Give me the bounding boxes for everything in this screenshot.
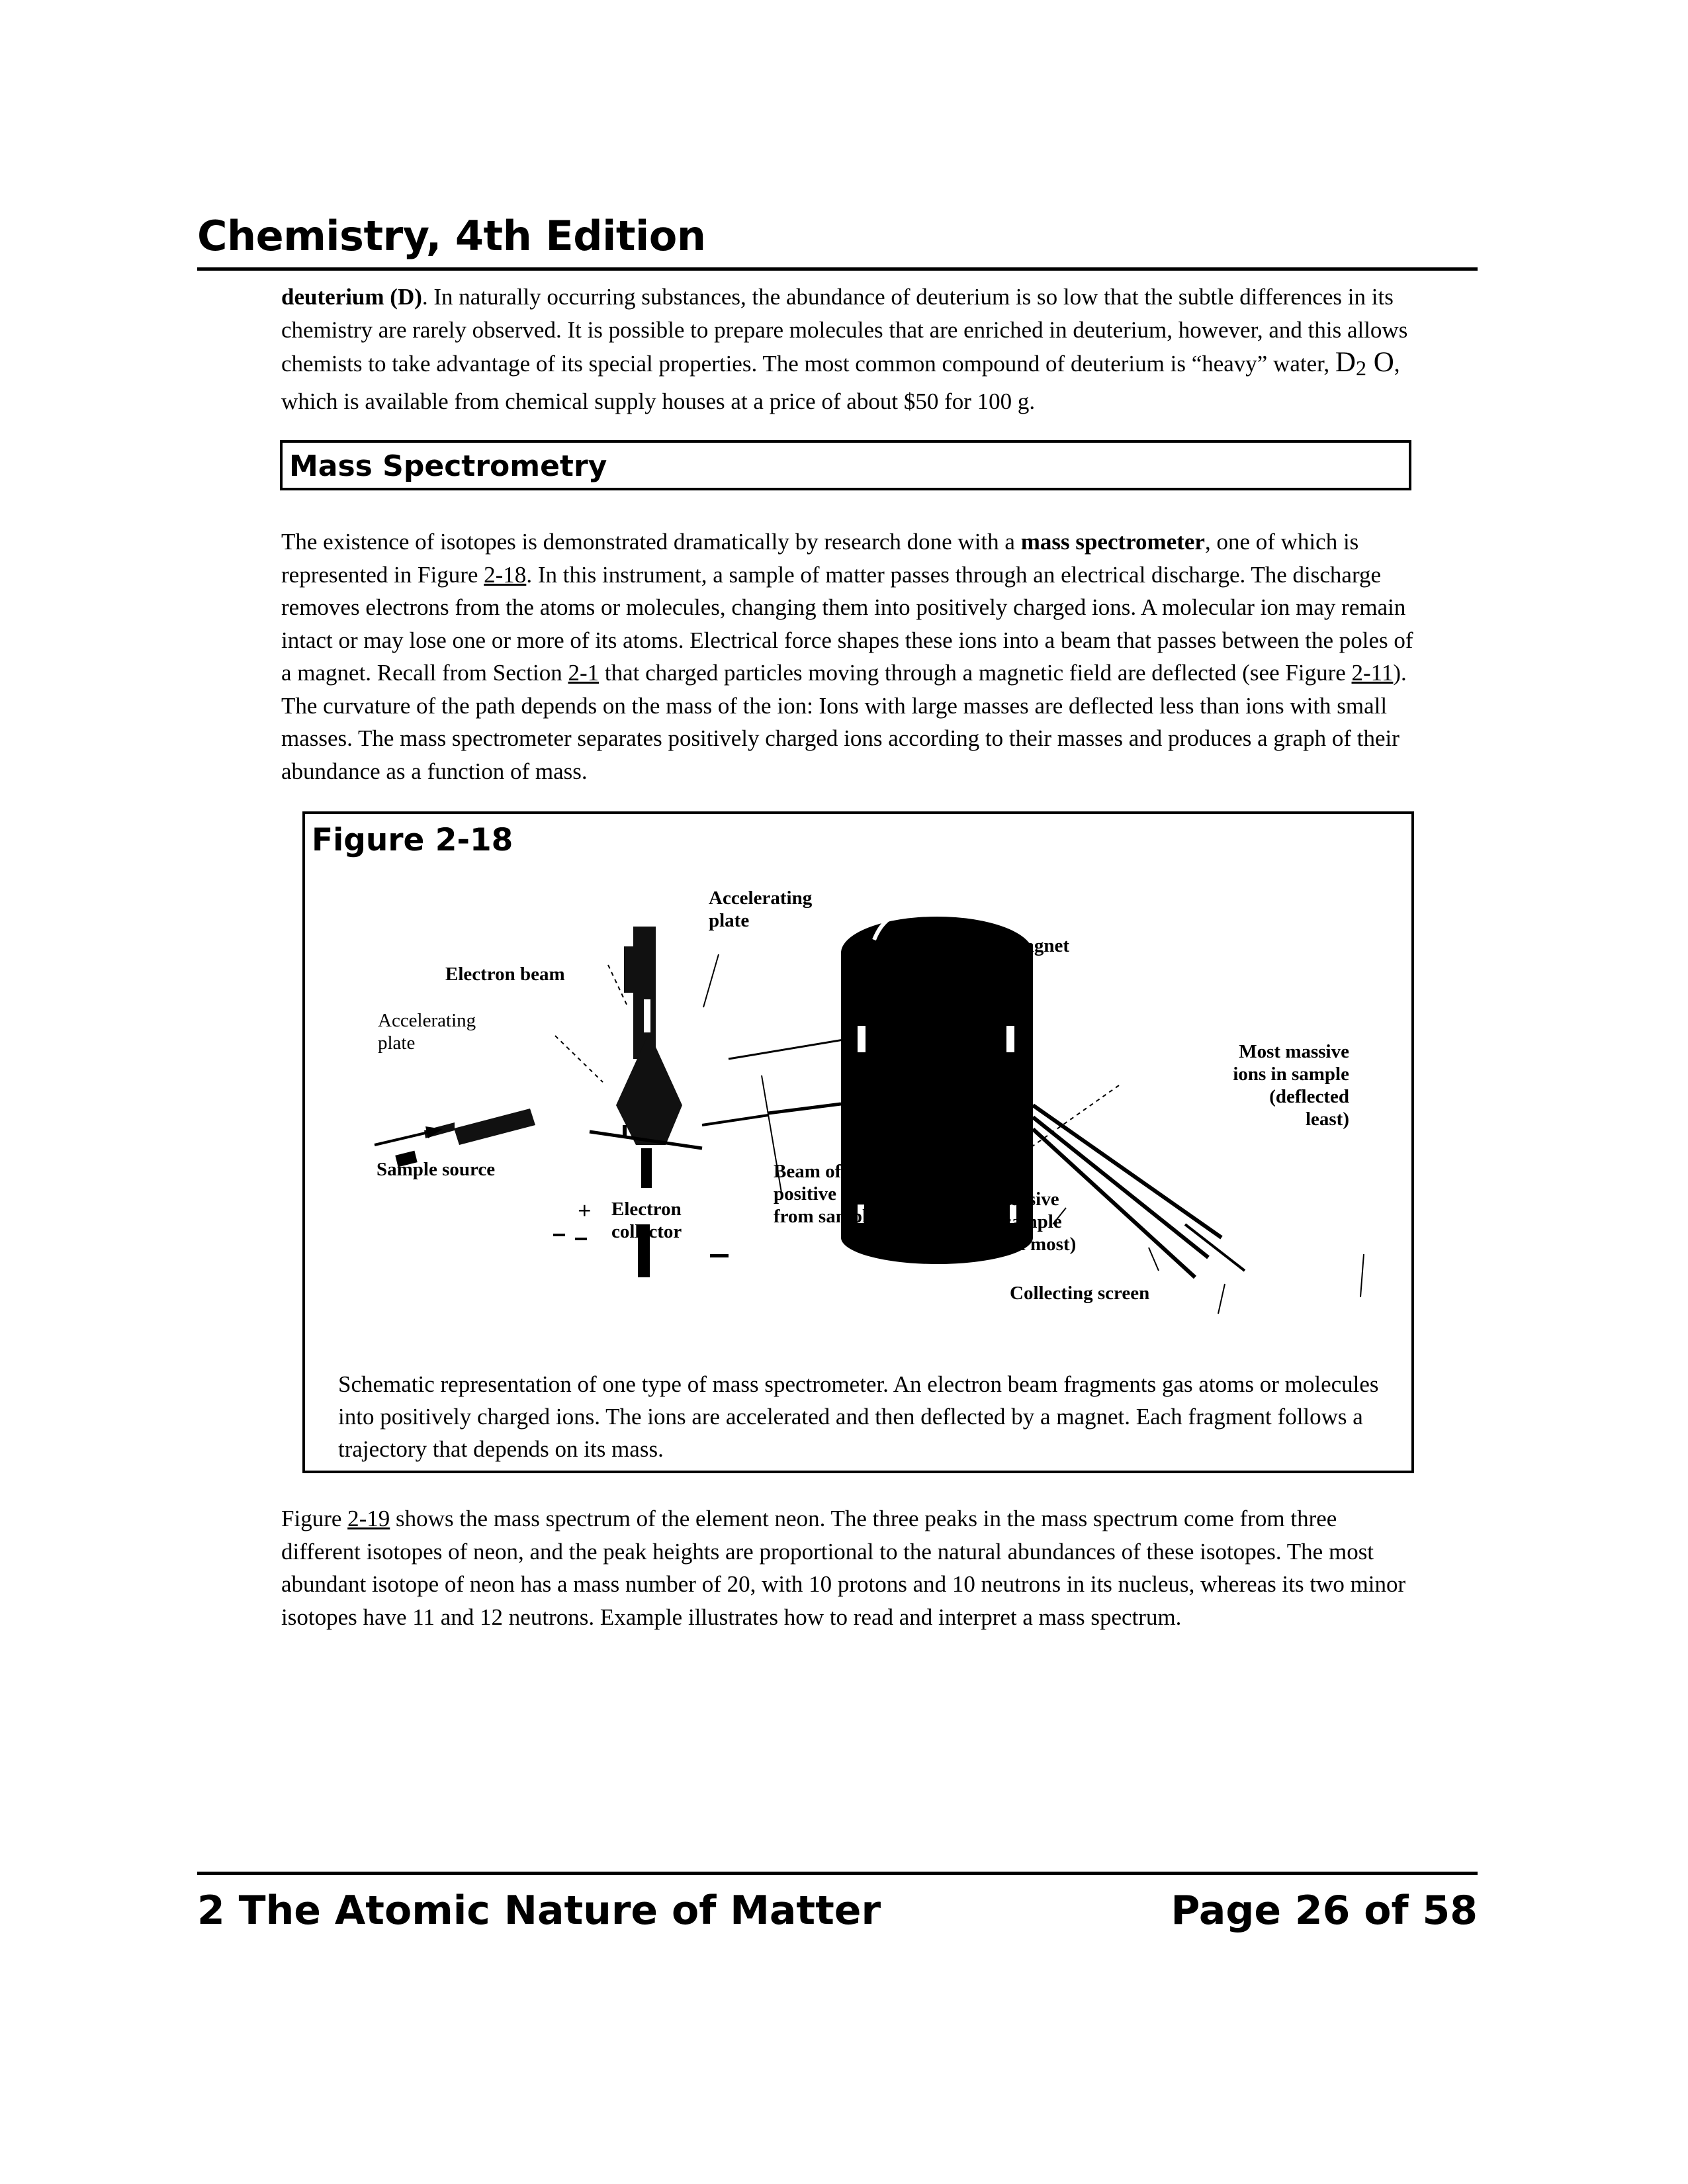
section-title: Mass Spectrometry <box>289 449 607 483</box>
sample-source-tube <box>374 1109 535 1167</box>
deuterium-text-end: , which is available from chemical suppl… <box>281 351 1400 414</box>
accelerating-plate-top <box>701 1038 848 1126</box>
figure-2-19-link[interactable]: 2-19 <box>347 1506 390 1531</box>
footer-rule <box>197 1872 1478 1875</box>
label-collector-line1: Electron <box>611 1199 682 1220</box>
mass-spectrometry-paragraph: The existence of isotopes is demonstrate… <box>281 525 1419 788</box>
label-leader-lines <box>555 954 1364 1314</box>
label-least-line2: ions in sample <box>946 1211 1062 1232</box>
label-most-line2: ions in sample <box>1233 1064 1349 1085</box>
neon-text-2: shows the mass spectrum of the element n… <box>281 1506 1406 1630</box>
label-beam-line2: positive ions <box>774 1183 875 1205</box>
section-2-1-link[interactable]: 2-1 <box>568 660 600 686</box>
section-heading-box: Mass Spectrometry <box>280 440 1411 490</box>
deuterium-term: deuterium (D) <box>281 284 422 310</box>
document-title: Chemistry, 4th Edition <box>197 212 706 260</box>
mass-spec-text-5: ). The curvature of the path depends on … <box>281 660 1407 784</box>
label-accel-left-line1: Accelerating <box>378 1010 476 1031</box>
label-collector-line2: collector <box>611 1221 682 1242</box>
figure-2-18: Figure 2-18 <box>302 811 1414 1473</box>
heavy-water-formula: D2 O <box>1335 347 1394 380</box>
ion-beam <box>768 1102 842 1115</box>
label-accel-top-line1: Accelerating <box>709 887 813 909</box>
mass-spec-text-3: . In this instrument, a sample of matter… <box>281 561 1413 686</box>
electron-gun <box>589 927 703 1188</box>
formula-subscript: 2 <box>1355 356 1366 380</box>
label-collecting-screen: Collecting screen <box>1010 1283 1150 1304</box>
label-plus: + <box>578 1197 592 1224</box>
label-accel-left-line2: plate <box>378 1032 416 1054</box>
polarity-marks <box>553 1234 729 1257</box>
header-rule <box>197 267 1478 271</box>
figure-2-11-link[interactable]: 2-11 <box>1351 660 1394 686</box>
label-accel-top-line2: plate <box>709 910 750 931</box>
formula-d: D <box>1335 347 1356 378</box>
figure-2-18-link[interactable]: 2-18 <box>484 561 527 588</box>
label-magnet: Magnet <box>1006 935 1070 956</box>
label-beam-line1: Beam of <box>774 1161 842 1182</box>
deflected-ion-beams <box>1031 1103 1246 1279</box>
mass-spectrometer-term: mass spectrometer <box>1020 529 1205 555</box>
mass-spec-text-1: The existence of isotopes is demonstrate… <box>281 529 1021 555</box>
mass-spec-text-2: , one of which is represented in Figure <box>281 529 1359 588</box>
mass-spectrometer-diagram <box>374 910 1364 1314</box>
label-sample-source: Sample source <box>377 1159 496 1180</box>
label-least-line3: (deflected most) <box>946 1234 1077 1255</box>
magnet <box>841 910 1033 1264</box>
label-beam-line3: from sample <box>774 1206 876 1227</box>
figure-caption: Schematic representation of one type of … <box>338 1371 1379 1462</box>
formula-o: O <box>1366 347 1394 378</box>
label-least-line1: Least massive <box>946 1189 1059 1210</box>
label-most-line3: (deflected <box>1269 1086 1349 1107</box>
footer-chapter-title: 2 The Atomic Nature of Matter <box>197 1888 881 1934</box>
footer-page-number: Page 26 of 58 <box>1171 1888 1478 1934</box>
label-electron-beam: Electron beam <box>445 964 565 985</box>
electron-collector <box>638 1224 650 1277</box>
neon-text-1: Figure <box>281 1506 348 1531</box>
neon-paragraph: Figure 2-19 shows the mass spectrum of t… <box>281 1502 1419 1633</box>
figure-title: Figure 2-18 <box>312 822 513 858</box>
label-most-line1: Most massive <box>1239 1041 1349 1062</box>
deuterium-text: . In naturally occurring substances, the… <box>281 284 1408 377</box>
mass-spec-text-4: that charged particles moving through a … <box>599 660 1352 686</box>
label-most-line4: least) <box>1305 1109 1349 1130</box>
deuterium-paragraph: deuterium (D). In naturally occurring su… <box>281 281 1419 418</box>
